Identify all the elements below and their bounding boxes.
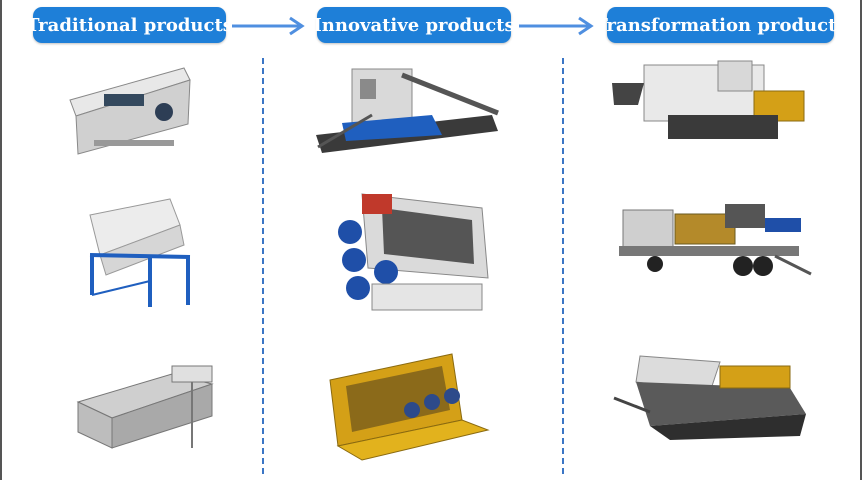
- vibrating-screen-icon: [89, 198, 191, 307]
- arrow-right-icon: [519, 16, 594, 36]
- column-divider-left: [262, 58, 264, 474]
- frame-right-border: [860, 0, 862, 480]
- mobile-crusher-icon: [619, 204, 812, 276]
- mobile-crusher-icon: [612, 60, 805, 139]
- arrow-right-icon: [232, 16, 305, 36]
- header-transformation-products: Transformation products: [594, 7, 847, 43]
- mobile-crusher-icon: [613, 355, 806, 440]
- header-innovative-products: Innovative products: [313, 7, 515, 43]
- vibrating-screen-icon: [329, 353, 490, 461]
- header-traditional-products: Traditional products: [26, 7, 233, 43]
- crushing-plant-icon: [316, 68, 499, 153]
- vibrating-screen-icon: [69, 67, 191, 155]
- frame-left-border: [0, 0, 2, 480]
- vibrating-screen-icon: [76, 365, 214, 449]
- vibrating-screen-icon: [338, 193, 489, 311]
- column-divider-right: [562, 58, 564, 474]
